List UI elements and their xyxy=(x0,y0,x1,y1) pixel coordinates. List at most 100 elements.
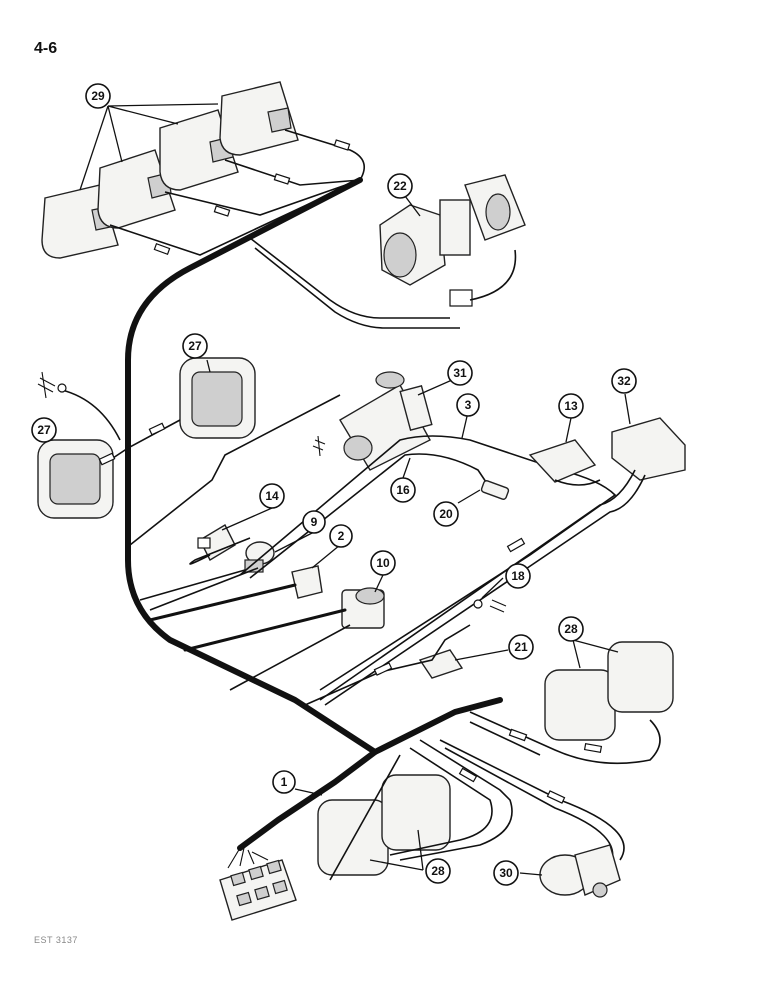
callout-label: 14 xyxy=(265,489,279,503)
harness-to-front xyxy=(237,749,378,851)
side-lamp-upper xyxy=(179,357,256,439)
front-lamp-2 xyxy=(381,774,451,851)
callout-label: 28 xyxy=(564,622,578,636)
callout-21: 21 xyxy=(508,634,534,660)
front-lamp-wire xyxy=(329,754,401,881)
ground-wire xyxy=(61,389,121,441)
lamp-connector xyxy=(458,767,478,783)
callout-label: 21 xyxy=(514,640,528,654)
callout-16: 16 xyxy=(390,477,416,503)
page-number: 4-6 xyxy=(34,40,58,57)
switch-14 xyxy=(197,524,236,561)
harness-3 xyxy=(239,435,617,691)
connector-wires xyxy=(227,847,269,869)
callout-label: 27 xyxy=(37,423,51,437)
alternator-wire xyxy=(439,739,625,861)
ground-symbol xyxy=(37,371,67,399)
front-lamp-wire xyxy=(389,747,493,856)
callout-1: 1 xyxy=(272,770,296,794)
callout-label: 31 xyxy=(453,366,467,380)
roof-lamp-4 xyxy=(219,81,299,156)
figure-code: EST 3137 xyxy=(34,935,78,945)
lamp-wire-1 xyxy=(109,179,361,256)
callout-13: 13 xyxy=(558,393,584,419)
lamp-connector xyxy=(98,452,116,466)
lamp-connector xyxy=(273,173,291,185)
lamp-wire xyxy=(469,721,541,756)
sensor-20 xyxy=(480,480,510,500)
harness-16 xyxy=(249,453,491,579)
callout-18: 18 xyxy=(505,563,531,589)
ground-bolt-18 xyxy=(473,599,507,613)
lamp-connector xyxy=(153,243,171,255)
bracket-21 xyxy=(418,649,464,679)
lamp-connector xyxy=(148,422,166,436)
alternator-connector xyxy=(546,790,566,804)
callout-label: 3 xyxy=(465,398,472,412)
ground-wire xyxy=(304,624,471,706)
callout-32: 32 xyxy=(611,368,637,394)
callout-label: 20 xyxy=(439,507,453,521)
callout-label: 2 xyxy=(338,529,345,543)
blower-wire xyxy=(249,237,450,319)
callout-label: 16 xyxy=(396,483,410,497)
callout-10: 10 xyxy=(370,550,396,576)
main-connector xyxy=(219,859,297,921)
callout-label: 1 xyxy=(281,775,288,789)
callout-label: 27 xyxy=(188,339,202,353)
callout-label: 32 xyxy=(617,374,631,388)
lamp-wire-2 xyxy=(164,179,361,216)
callout-31: 31 xyxy=(447,360,473,386)
lamp-connector xyxy=(583,742,603,754)
lamp-connector xyxy=(213,205,231,217)
switch-wire xyxy=(148,583,297,622)
callout-28-lower: 28 xyxy=(425,858,451,884)
ground-symbol xyxy=(312,435,326,457)
lamp-wire xyxy=(469,711,661,765)
switch-10 xyxy=(341,587,385,629)
main-harness xyxy=(125,177,503,755)
side-lamp-wire xyxy=(109,419,181,461)
switch-wire xyxy=(229,624,351,691)
harness-connector xyxy=(373,662,393,676)
switch-wire xyxy=(139,569,246,601)
callout-label: 13 xyxy=(564,399,578,413)
callout-20: 20 xyxy=(433,501,459,527)
lamp-connector xyxy=(333,139,351,151)
lamp-connector xyxy=(508,728,528,742)
switch-2 xyxy=(291,565,323,599)
leader-lines xyxy=(79,103,631,876)
callout-label: 22 xyxy=(393,179,407,193)
lamp-wire-3 xyxy=(224,159,361,186)
switch-wire xyxy=(189,537,251,565)
callout-30: 30 xyxy=(493,860,519,886)
switch-9 xyxy=(244,541,275,573)
callout-27-lower: 27 xyxy=(31,417,57,443)
harness-connector xyxy=(506,537,526,553)
callout-27-upper: 27 xyxy=(182,333,208,359)
callout-14: 14 xyxy=(259,483,285,509)
callout-28-upper: 28 xyxy=(558,616,584,642)
control-box-32 xyxy=(611,417,686,481)
callout-label: 30 xyxy=(499,866,513,880)
blower-wire xyxy=(469,249,517,301)
starter-wire xyxy=(129,394,341,546)
blower-connector xyxy=(449,289,473,307)
callout-2: 2 xyxy=(329,524,353,548)
callout-label: 28 xyxy=(431,864,445,878)
callout-label: 9 xyxy=(311,515,318,529)
side-lamp-lower xyxy=(37,439,114,519)
front-lamp-wire xyxy=(399,739,513,861)
module-13 xyxy=(528,439,597,483)
rear-lamp-2 xyxy=(607,641,674,713)
module-wire xyxy=(554,479,601,486)
callout-label: 10 xyxy=(376,556,390,570)
blower-assembly xyxy=(379,174,526,286)
callout-3: 3 xyxy=(456,393,480,417)
lamp-wire-4 xyxy=(284,129,366,181)
blower-wire xyxy=(254,247,460,329)
rear-lamp-1 xyxy=(544,669,616,741)
callout-22: 22 xyxy=(387,173,413,199)
callout-29: 29 xyxy=(85,83,111,109)
